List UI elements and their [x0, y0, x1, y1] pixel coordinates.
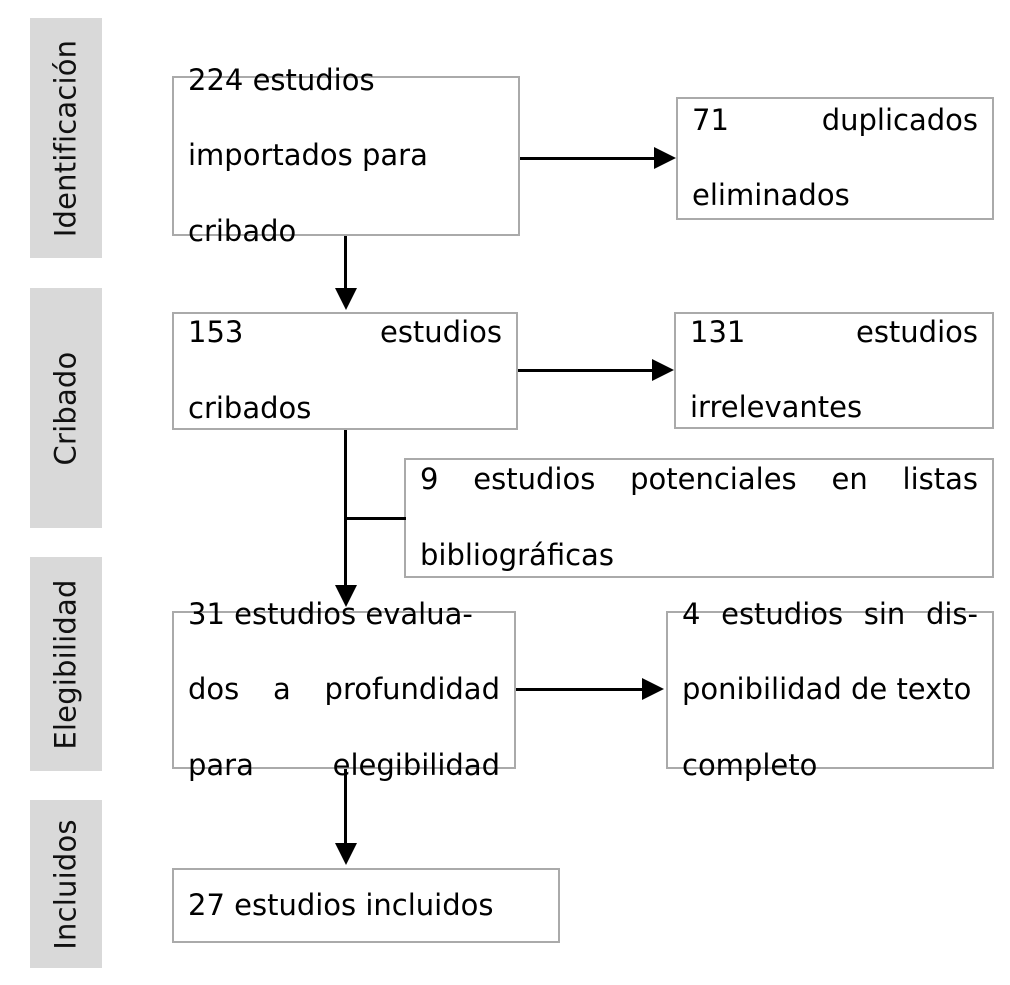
- box-screened-studies-line1: 153 estudios: [188, 315, 502, 350]
- stage-bar-cribado: Cribado: [30, 288, 102, 528]
- box-included-studies-text: 27 estudios incluidos: [174, 849, 558, 962]
- box-included-studies-line1: 27 estudios incluidos: [188, 887, 494, 922]
- box-imported-studies-line3: cribado: [188, 213, 297, 248]
- box-imported-studies-line2: importados para: [188, 138, 428, 173]
- box-imported-studies-line1: 224 estudios: [188, 62, 375, 97]
- box-screened-studies-text: 153 estudios cribados: [174, 277, 516, 465]
- connector-reference-lists-to-spine: [344, 517, 406, 520]
- box-assessed-studies[interactable]: 31 estudios evalua- dos a profundidad pa…: [172, 597, 516, 782]
- arrow-assessed-to-included-head: [335, 843, 357, 865]
- box-duplicates-removed-text: 71 duplicados eliminados: [678, 64, 992, 252]
- arrow-screened-to-irrelevant-head: [652, 359, 674, 381]
- arrow-assessed-to-nofulltext-line: [516, 688, 642, 691]
- box-imported-studies-text: 224 estudios importados para cribado: [174, 24, 518, 288]
- box-assessed-studies-line3: para elegibilidad: [188, 747, 500, 782]
- arrow-screened-to-assessed-line: [344, 430, 347, 589]
- stage-label-identificacion: Identificación: [48, 39, 83, 237]
- box-irrelevant-studies-line1: 131 estudios: [690, 314, 978, 349]
- arrow-assessed-to-nofulltext-head: [642, 678, 664, 700]
- box-no-full-text[interactable]: 4 estudios sin dis- ponibilidad de texto…: [666, 597, 994, 782]
- box-duplicates-removed-line2: eliminados: [692, 178, 850, 213]
- box-duplicates-removed-line1: 71 duplicados: [692, 102, 978, 137]
- arrow-imported-to-duplicates-head: [654, 147, 676, 169]
- arrow-imported-to-duplicates-line: [520, 157, 654, 160]
- box-included-studies[interactable]: 27 estudios incluidos: [172, 868, 560, 943]
- box-reference-lists-line2: bibliográficas: [420, 537, 614, 572]
- box-assessed-studies-text: 31 estudios evalua- dos a profundidad pa…: [174, 558, 514, 822]
- box-reference-lists-text: 9 estudios potenciales en listas bibliog…: [406, 424, 992, 612]
- box-irrelevant-studies-line2: irrelevantes: [690, 390, 863, 425]
- stage-bar-identificacion: Identificación: [30, 18, 102, 258]
- stage-bar-incluidos: Incluidos: [30, 800, 102, 968]
- box-duplicates-removed[interactable]: 71 duplicados eliminados: [676, 97, 994, 220]
- arrow-screened-to-irrelevant-line: [518, 369, 652, 372]
- arrow-screened-to-assessed-head: [335, 585, 357, 607]
- box-no-full-text-line2: ponibilidad de texto: [682, 672, 972, 707]
- arrow-imported-to-screened-head: [335, 288, 357, 310]
- box-no-full-text-line3: completo: [682, 747, 818, 782]
- stage-label-elegibilidad: Elegibilidad: [48, 578, 83, 750]
- box-assessed-studies-line1: 31 estudios evalua-: [188, 596, 473, 631]
- arrow-assessed-to-included-line: [344, 769, 347, 846]
- box-irrelevant-studies-text: 131 estudios irrelevantes: [676, 276, 992, 464]
- stage-label-cribado: Cribado: [48, 351, 83, 465]
- box-assessed-studies-line2: dos a profundidad: [188, 672, 500, 707]
- box-reference-lists[interactable]: 9 estudios potenciales en listas bibliog…: [404, 458, 994, 578]
- box-screened-studies[interactable]: 153 estudios cribados: [172, 312, 518, 430]
- box-imported-studies[interactable]: 224 estudios importados para cribado: [172, 63, 520, 248]
- box-no-full-text-text: 4 estudios sin dis- ponibilidad de texto…: [668, 558, 992, 822]
- box-irrelevant-studies[interactable]: 131 estudios irrelevantes: [674, 312, 994, 429]
- box-no-full-text-line1: 4 estudios sin dis-: [682, 596, 978, 631]
- stage-label-incluidos: Incluidos: [48, 818, 83, 950]
- box-reference-lists-line1: 9 estudios potenciales en listas: [420, 462, 978, 497]
- stage-bar-elegibilidad: Elegibilidad: [30, 557, 102, 771]
- arrow-imported-to-screened-line: [344, 236, 347, 292]
- box-screened-studies-line2: cribados: [188, 390, 312, 425]
